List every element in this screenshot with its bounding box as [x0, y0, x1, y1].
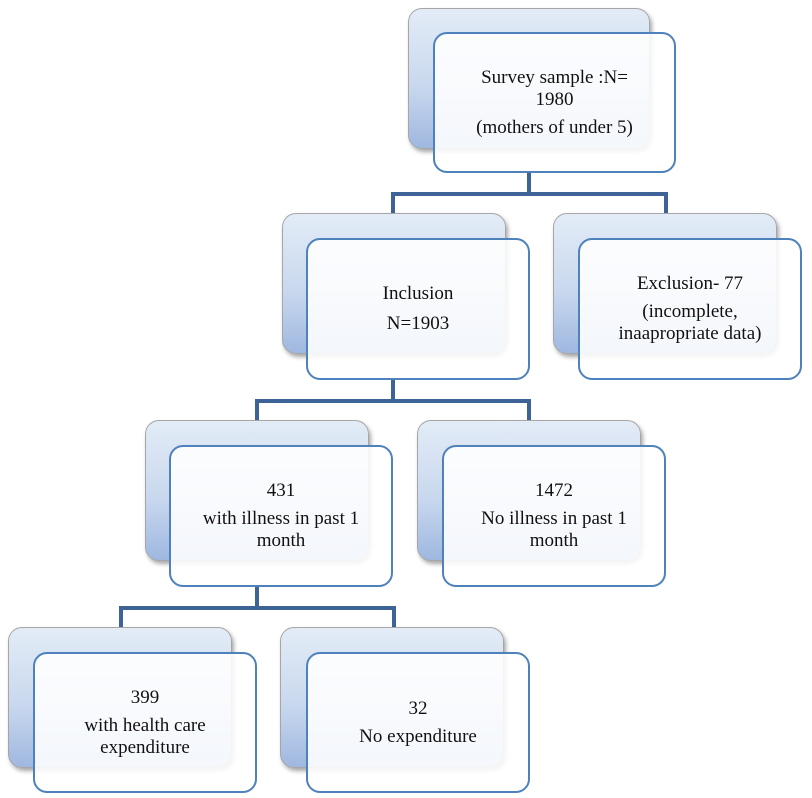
- connector: [527, 172, 531, 195]
- connector: [664, 192, 668, 214]
- node-text: No illness in past 1: [481, 508, 627, 529]
- node-text: inaapropriate data): [618, 323, 762, 344]
- node-text: 399: [130, 686, 160, 708]
- node-text: (incomplete,: [642, 301, 738, 322]
- node-text: No expenditure: [359, 725, 477, 747]
- node-inclusion: Inclusion N=1903: [306, 238, 530, 380]
- connector: [255, 399, 531, 403]
- connector: [255, 399, 259, 421]
- connector: [255, 587, 259, 609]
- node-text: 1472: [535, 480, 573, 501]
- node-exclusion: Exclusion- 77 (incomplete, inaapropriate…: [578, 238, 802, 380]
- node-text: (mothers of under 5): [476, 116, 633, 138]
- connector: [392, 606, 396, 628]
- node-text: with illness in past 1: [202, 508, 360, 529]
- node-text: 1980: [535, 88, 574, 110]
- node-text: N=1903: [386, 313, 450, 334]
- node-text: 431: [266, 480, 296, 501]
- node-text: month: [256, 530, 306, 551]
- node-text: 32: [408, 697, 428, 719]
- connector: [527, 399, 531, 421]
- connector: [391, 192, 395, 214]
- node-expenditure: 399 with health care expenditure: [33, 652, 257, 793]
- node-text: Survey sample :N=: [481, 66, 628, 88]
- node-text: Inclusion: [382, 283, 454, 304]
- node-survey: Survey sample :N= 1980 (mothers of under…: [433, 32, 676, 173]
- node-text: Exclusion- 77: [636, 273, 744, 294]
- node-text: expenditure: [100, 736, 190, 758]
- node-no-illness: 1472 No illness in past 1 month: [442, 445, 666, 587]
- node-text: with health care: [84, 714, 206, 736]
- connector: [119, 606, 123, 628]
- node-text: month: [529, 530, 579, 551]
- connector: [391, 380, 395, 402]
- connector: [119, 606, 396, 610]
- connector: [391, 192, 668, 196]
- node-no-expenditure: 32 No expenditure: [306, 652, 530, 793]
- node-illness: 431 with illness in past 1 month: [169, 445, 393, 587]
